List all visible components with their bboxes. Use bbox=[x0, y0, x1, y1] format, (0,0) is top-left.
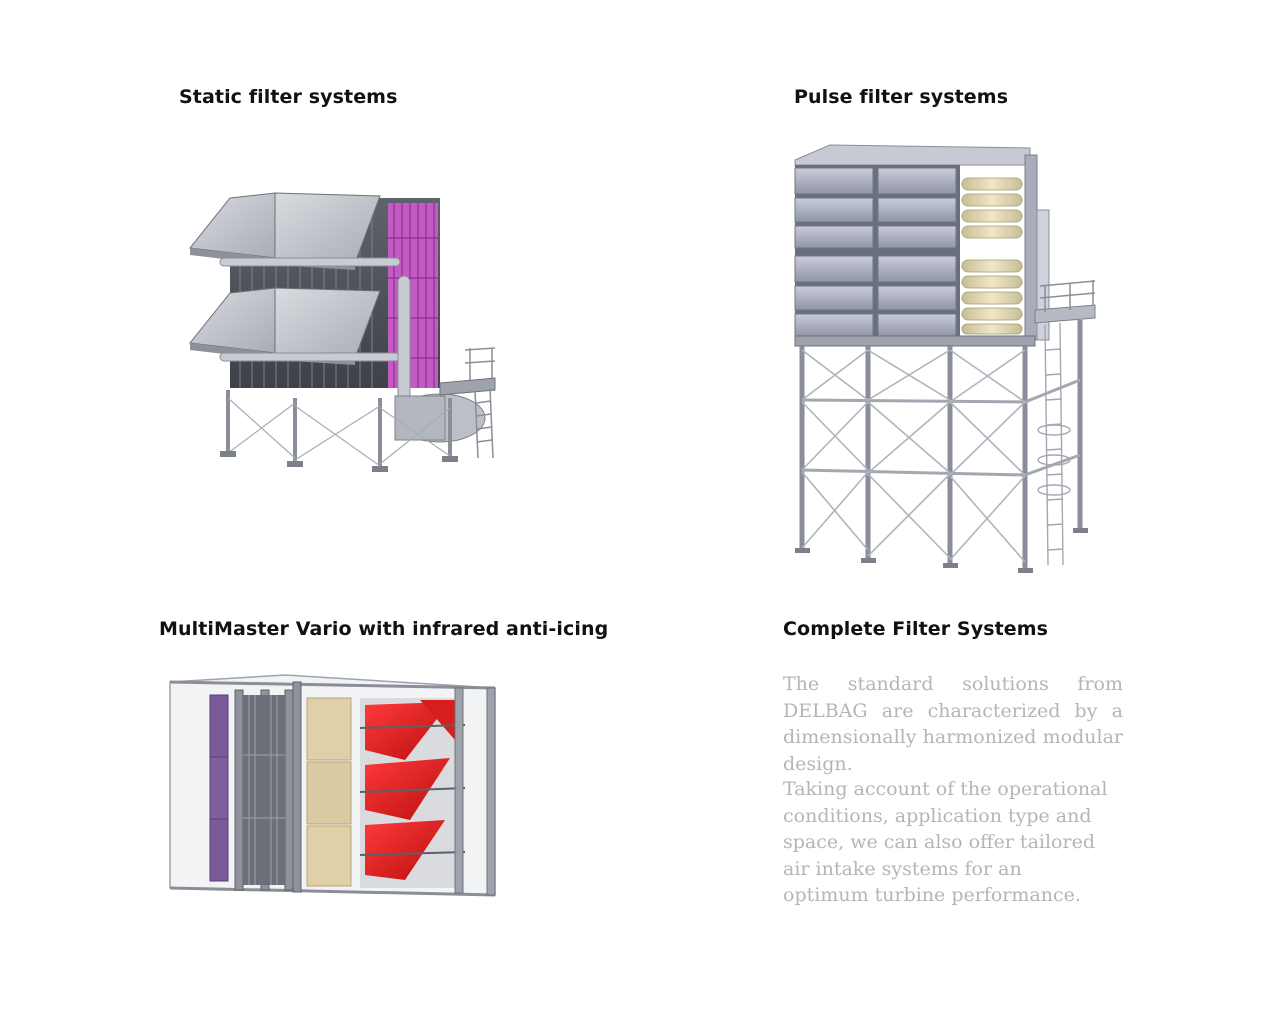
multimaster-illustration bbox=[169, 674, 496, 897]
multimaster-title: MultiMaster Vario with infrared anti-ici… bbox=[159, 618, 609, 640]
intro-paragraph: The standard solutions from DELBAG are c… bbox=[783, 673, 1123, 775]
complete-filter-title: Complete Filter Systems bbox=[783, 618, 1049, 640]
pulse-filter-illustration bbox=[794, 144, 1096, 573]
tailored-systems-paragraph: Taking account of the operational condit… bbox=[783, 778, 1108, 906]
static-filter-illustration bbox=[189, 192, 496, 472]
static-filter-title: Static filter systems bbox=[179, 86, 398, 108]
pulse-filter-title: Pulse filter systems bbox=[794, 86, 1009, 108]
